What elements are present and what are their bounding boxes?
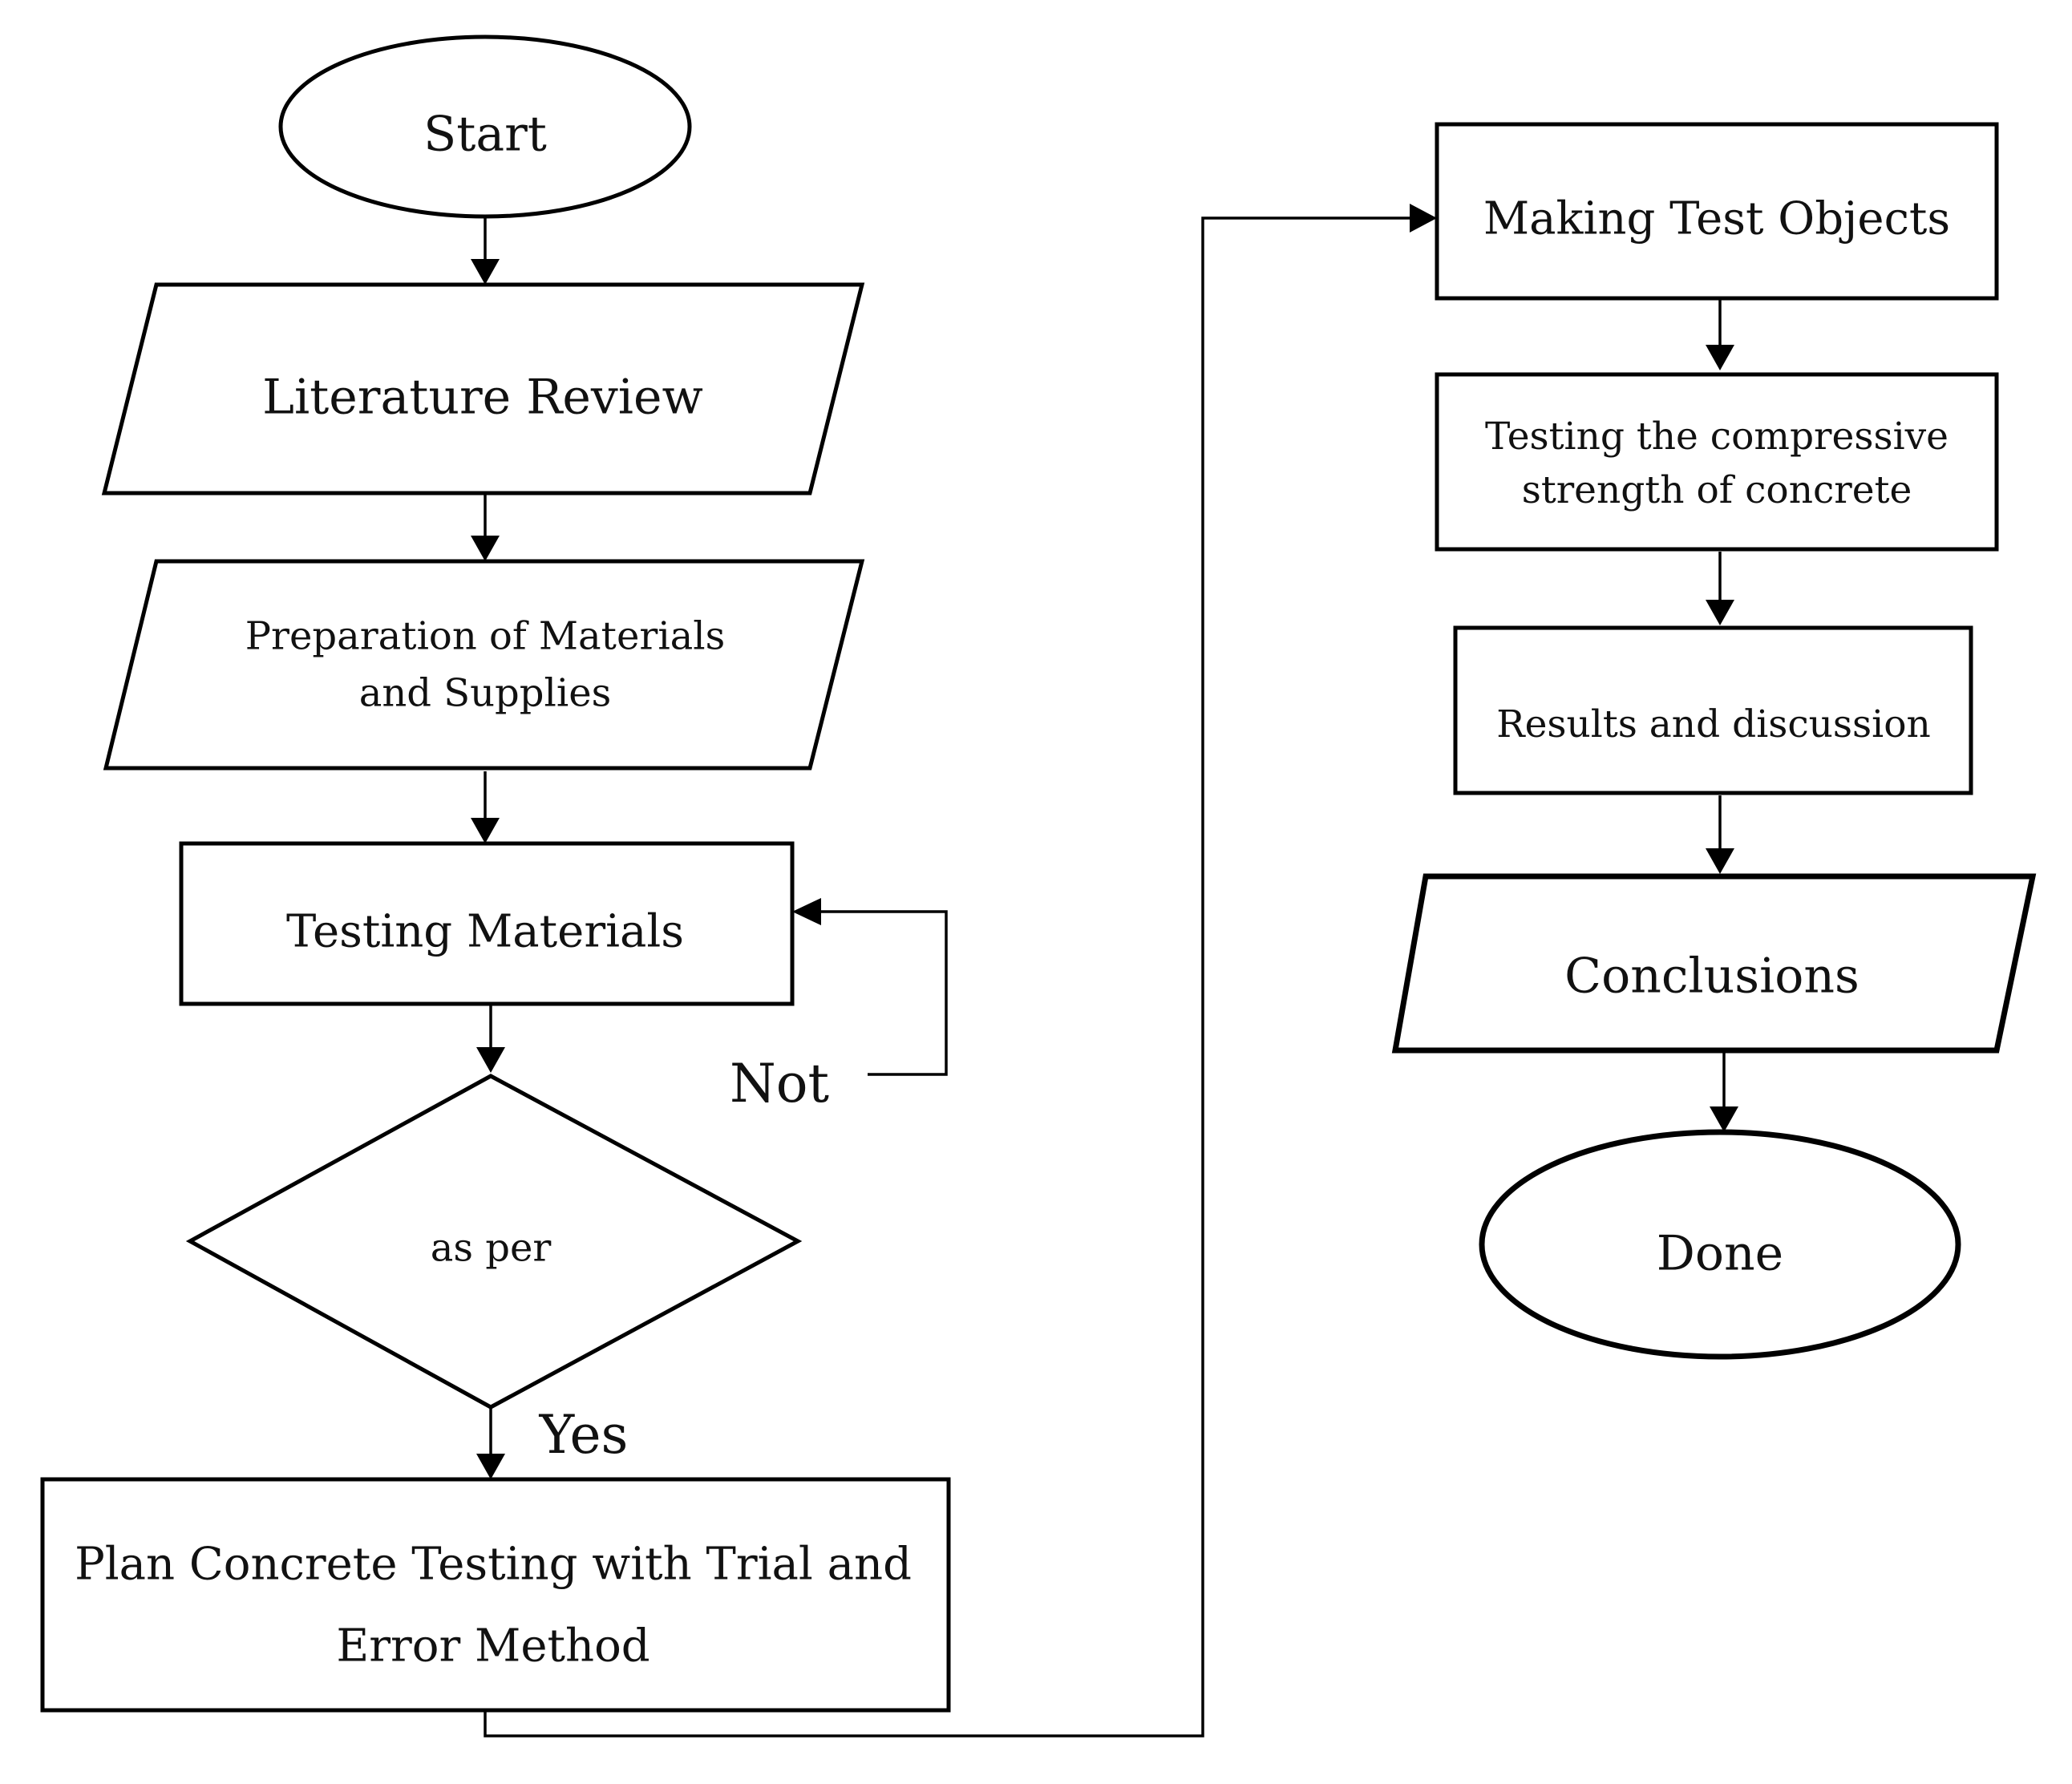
arrowhead-not-loop xyxy=(792,898,821,925)
done-label: Done xyxy=(1657,1226,1783,1282)
decision-diamond xyxy=(185,1074,803,1410)
node-plan-testing: Plan Concrete Testing with Trial and Err… xyxy=(40,1477,951,1713)
node-done: Done xyxy=(1479,1129,1961,1360)
preparation-parallelogram xyxy=(103,559,865,771)
start-label: Start xyxy=(423,107,547,163)
preparation-label-line-1: Preparation of Materials xyxy=(245,614,726,659)
literature-parallelogram xyxy=(101,282,865,496)
testing-materials-label: Testing Materials xyxy=(286,906,684,958)
arrowhead-literature xyxy=(471,259,500,285)
testing-materials-rect xyxy=(179,841,795,1006)
arrowhead-preparation xyxy=(471,536,500,561)
compressive-test-label-line-2: strength of concrete xyxy=(1522,468,1912,512)
plan-testing-label-line-2: Error Method xyxy=(336,1620,650,1673)
results-rect xyxy=(1453,625,1973,795)
results-label: Results and discussion xyxy=(1496,702,1931,746)
node-decision: as per xyxy=(185,1074,803,1410)
arrowhead-testing-materials xyxy=(471,818,500,843)
arrowhead-making xyxy=(1410,204,1437,233)
node-preparation: Preparation of Materials and Supplies xyxy=(103,559,865,771)
done-ellipse xyxy=(1479,1129,1961,1360)
node-compressive-test: Testing the compressive strength of conc… xyxy=(1435,372,1999,552)
preparation-label-line-2: and Supplies xyxy=(359,671,612,716)
node-making-test-objects: Making Test Objects xyxy=(1435,122,1999,301)
literature-label: Literature Review xyxy=(262,370,703,426)
node-results: Results and discussion xyxy=(1453,625,1973,795)
plan-testing-label-line-1: Plan Concrete Testing with Trial and xyxy=(75,1539,912,1591)
arrowhead-done xyxy=(1710,1106,1738,1132)
compressive-test-rect xyxy=(1435,372,1999,552)
node-start: Start xyxy=(278,34,692,219)
branch-label-yes: Yes xyxy=(539,1404,629,1466)
compressive-test-label-line-1: Testing the compressive xyxy=(1485,415,1949,459)
decision-label: as per xyxy=(431,1226,552,1271)
edge-plan-to-making xyxy=(484,216,1411,1737)
arrowhead-plan xyxy=(476,1454,505,1479)
arrowhead-results xyxy=(1706,600,1734,625)
branch-label-not: Not xyxy=(730,1053,829,1114)
making-objects-label: Making Test Objects xyxy=(1483,193,1950,245)
arrowhead-conclusions xyxy=(1706,848,1734,874)
edge-not-loop xyxy=(819,910,948,1076)
conclusions-parallelogram xyxy=(1391,873,2037,1054)
arrowhead-compressive xyxy=(1706,345,1734,370)
connectors xyxy=(471,204,1738,1737)
arrowhead-decision xyxy=(476,1047,505,1073)
conclusions-label: Conclusions xyxy=(1564,949,1860,1005)
node-testing-materials: Testing Materials xyxy=(179,841,795,1006)
making-objects-rect xyxy=(1435,122,1999,301)
node-literature-review: Literature Review xyxy=(101,282,865,496)
node-conclusions: Conclusions xyxy=(1391,873,2037,1054)
start-ellipse xyxy=(278,34,692,219)
plan-testing-rect xyxy=(40,1477,951,1713)
